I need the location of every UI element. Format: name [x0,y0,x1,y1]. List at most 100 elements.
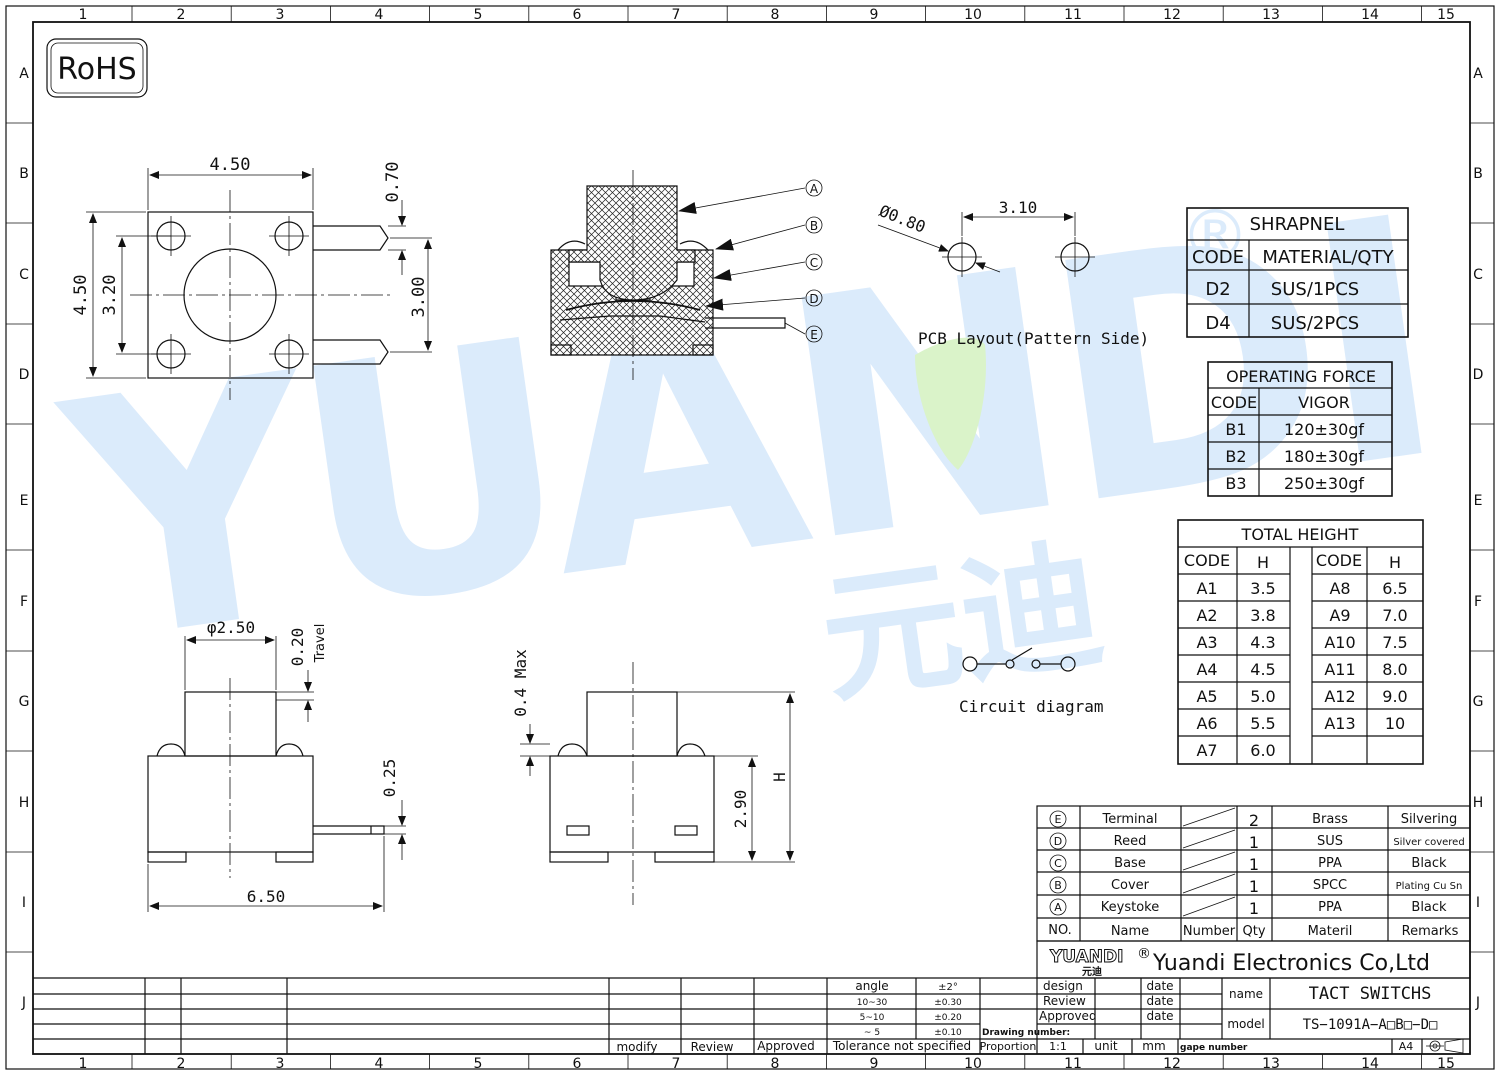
column-marker: 2 [177,1056,186,1072]
row-marker: C [19,267,29,283]
bom-no-circle [1049,876,1067,894]
height-cell: A1 [1196,579,1217,598]
circuit-caption: Circuit diagram [959,697,1104,716]
label-review: Review [1043,994,1086,1008]
pin-thick: 0.25 [380,759,399,798]
callout-circle [805,289,823,307]
row-marker: G [1473,694,1484,710]
label-date: date [1146,979,1173,993]
row-marker: I [1476,895,1480,911]
shrapnel-header-code: CODE [1192,247,1244,268]
bom-material: Brass [1312,812,1348,827]
rohs-badge: RoHS [46,38,148,98]
bom-no-circle [1049,854,1067,872]
bom-remarks: Silvering [1401,812,1458,827]
height-cell: A3 [1196,633,1217,652]
bom-header: NO. [1048,923,1072,938]
model-value: TS−1091A−A□B□−D□ [1303,1017,1438,1033]
dim-pin-width: 0.70 [383,162,403,203]
column-marker: 11 [1064,7,1082,23]
column-marker: 2 [177,7,186,23]
bom-no: C [1054,857,1062,870]
gape-number: gape number [1180,1043,1248,1053]
dim-height: 4.50 [71,275,91,316]
row-marker: E [1474,493,1483,509]
travel-value: 0.20 [288,628,307,667]
bom-remarks: Silver covered [1393,837,1464,848]
travel-label: Travel [313,624,328,664]
bom-no: E [1055,813,1062,826]
height-cell: 5.0 [1250,687,1275,706]
column-marker: 13 [1262,1056,1280,1072]
row-marker: B [1473,166,1483,182]
callout-letter: D [809,292,818,306]
height-cell: 7.5 [1382,633,1407,652]
height-cell: A11 [1324,660,1355,679]
force-header-vigor: VIGOR [1298,393,1350,412]
bom-material: PPA [1318,856,1342,871]
bom-name: Terminal [1102,812,1158,827]
max-label: 0.4 Max [511,649,530,717]
bom-name: Reed [1114,834,1147,849]
logo-text: YUANDI [1049,947,1123,967]
height-cell: 3.5 [1250,579,1275,598]
height-cell: 5.5 [1250,714,1275,733]
drawing-number: Drawing number: [982,1028,1070,1038]
callout-circle [805,179,823,197]
tol-cell: ~ 5 [864,1028,880,1038]
row-marker: D [1473,367,1484,383]
bom-name: Keystoke [1101,900,1159,915]
bom-qty: 1 [1249,833,1259,852]
logo-cn: 元迪 [1082,965,1102,978]
bom-header: Number [1183,924,1236,939]
row-marker: H [19,795,30,811]
rev-approved: Approved [757,1039,815,1053]
force-cell: 250±30gf [1284,474,1364,493]
tol-cell: 10~30 [857,998,888,1008]
rev-review: Review [691,1040,734,1054]
force-cell: B2 [1225,447,1246,466]
column-marker: 9 [870,7,879,23]
tol-cell: ±0.10 [934,1028,962,1038]
tol-cell: angle [855,979,888,993]
model-label: model [1227,1017,1264,1031]
callout-circle [805,253,823,271]
name-label: name [1229,987,1263,1001]
projection-symbol-icon [1426,1038,1464,1054]
title-block: YUANDI ® 元迪 Yuandi Electronics Co,Ltd an… [33,940,1471,1054]
height-title: TOTAL HEIGHT [1241,525,1359,544]
column-marker: 5 [474,7,483,23]
column-marker: 13 [1262,7,1280,23]
bom-qty: 1 [1249,877,1259,896]
tol-cell: ±0.30 [934,998,962,1008]
height-header: CODE [1184,551,1230,570]
column-marker: 3 [276,1056,285,1072]
total-height-label: H [770,772,789,782]
shrapnel-cell: D2 [1205,279,1230,300]
watermark-leaf [915,337,986,470]
proportion-label: Proportion [980,1040,1037,1053]
bom-header: Qty [1242,924,1265,939]
height-cell: A4 [1196,660,1217,679]
bom-name: Cover [1111,878,1150,893]
column-marker: 15 [1437,1056,1455,1072]
row-marker: H [1473,795,1484,811]
column-marker: 12 [1163,1056,1181,1072]
column-marker: 9 [870,1056,879,1072]
dim-pin-span: 3.00 [409,277,429,318]
row-marker: A [1473,66,1483,82]
callout-letter: C [810,256,818,270]
tol-cell: 5~10 [860,1013,885,1023]
row-marker: D [19,367,30,383]
bom-no-circle [1049,898,1067,916]
height-cell: 6.0 [1250,741,1275,760]
row-marker: F [20,594,28,610]
column-marker: 7 [672,7,681,23]
height-header: CODE [1316,551,1362,570]
column-marker: 4 [375,7,384,23]
